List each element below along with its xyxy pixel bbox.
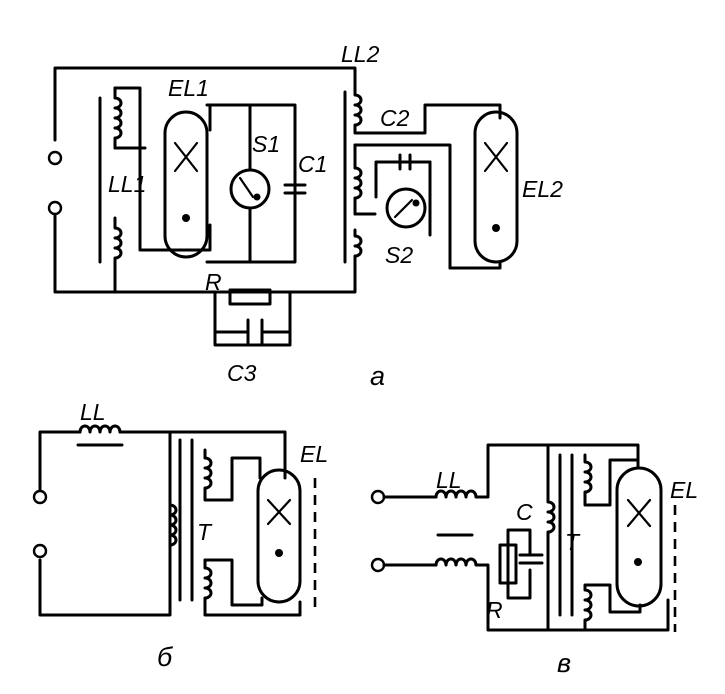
label-c2: C2 <box>380 105 410 131</box>
diagram-a: LL2 EL1 S1 C1 C2 LL1 EL2 S2 R C3 а <box>47 41 563 391</box>
input-terminal-top <box>47 150 63 166</box>
label-s1: S1 <box>252 131 280 157</box>
label-el: EL <box>300 441 328 467</box>
ll1-winding-bottom <box>113 216 123 294</box>
label-el1: EL1 <box>168 75 209 101</box>
diagram-b: LL T EL б <box>32 399 328 672</box>
label-c1: C1 <box>298 151 327 177</box>
el2-lamp <box>473 110 519 264</box>
label-ll: LL <box>80 399 106 425</box>
caption-a: а <box>370 361 385 391</box>
label-t: T <box>197 519 213 545</box>
label-ll1: LL1 <box>108 171 146 197</box>
label-c: C <box>516 499 533 525</box>
input-terminal-top <box>370 489 386 505</box>
ll-choke-winding-bottom <box>434 557 670 632</box>
s1-starter <box>229 168 271 210</box>
caption-b: б <box>157 642 173 672</box>
label-r: R <box>205 269 222 295</box>
el1-filament-cross <box>173 141 199 173</box>
s2-starter <box>385 187 427 229</box>
label-s2: S2 <box>385 242 413 268</box>
input-terminal-bottom <box>32 543 48 559</box>
label-c3: C3 <box>227 360 257 386</box>
label-ll2: LL2 <box>341 41 380 67</box>
label-t: T <box>565 529 581 555</box>
r-resistor <box>228 288 272 306</box>
ll-choke-winding <box>78 424 122 434</box>
c1-capacitor <box>283 183 307 195</box>
input-terminal-bottom <box>370 557 386 573</box>
label-ll: LL <box>436 467 462 493</box>
el-lamp <box>256 468 302 604</box>
input-terminal-top <box>32 489 48 505</box>
el1-lamp <box>163 110 209 259</box>
label-el: EL <box>670 477 698 503</box>
label-el2: EL2 <box>522 176 563 202</box>
el1-dot <box>182 214 190 222</box>
input-terminal-bottom <box>47 200 63 216</box>
label-r: R <box>486 597 503 623</box>
r-resistor <box>498 543 518 585</box>
c-capacitor <box>518 553 544 565</box>
el-lamp <box>615 466 663 608</box>
ll-choke-winding-top <box>434 443 550 499</box>
ll1-winding-top <box>113 86 123 150</box>
c3-capacitor <box>213 318 292 346</box>
diagram-c: LL C T EL R в <box>370 443 698 678</box>
caption-c: в <box>557 648 571 678</box>
